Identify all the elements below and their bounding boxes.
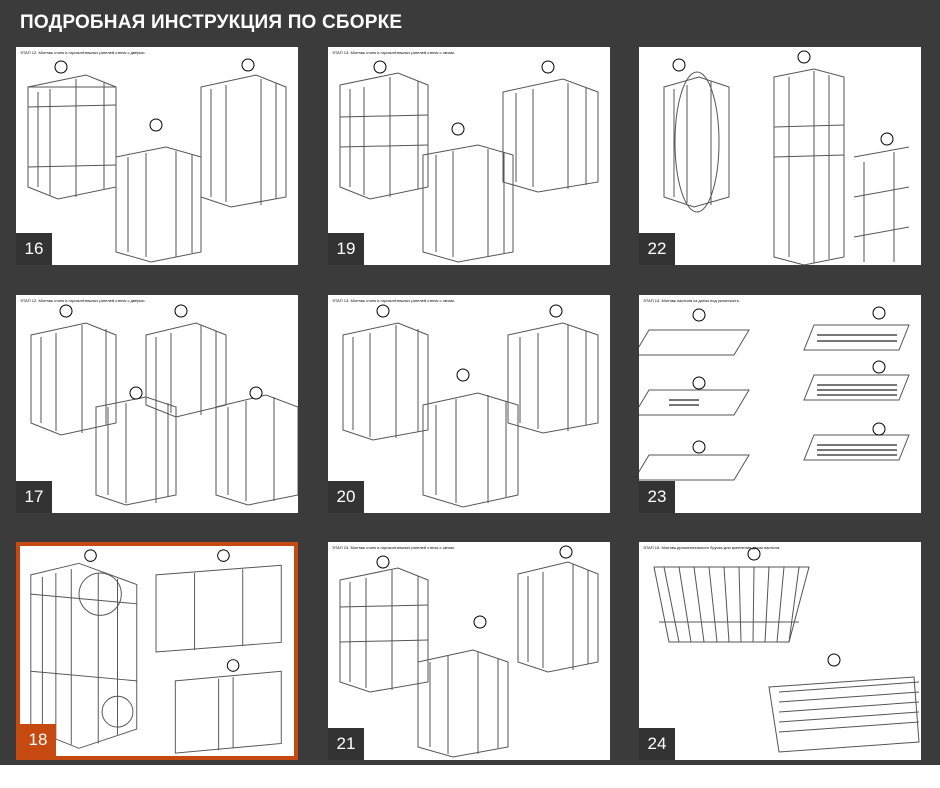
assembly-drawing	[663, 50, 910, 265]
assembly-drawing	[639, 306, 910, 481]
step-number-badge: 24	[639, 728, 675, 760]
assembly-drawing	[27, 58, 287, 263]
thumbnail-step-22[interactable]: 22	[639, 47, 921, 265]
thumbnail-caption: ЭТАП 15. Монтаж дополнительного бруска д…	[643, 545, 781, 550]
assembly-drawing	[339, 60, 599, 263]
thumbnail-caption: ЭТАП 13. Монтаж стоек и горизонтальных р…	[332, 545, 455, 550]
step-number-badge: 21	[328, 728, 364, 760]
step-number-badge: 20	[328, 481, 364, 513]
step-number-badge: 22	[639, 233, 675, 265]
assembly-drawing	[339, 545, 599, 758]
step-number-badge: 17	[16, 481, 52, 513]
thumbnail-caption: ЭТАП 14. Монтаж настила из досок под укл…	[643, 298, 740, 303]
thumbnail-step-16[interactable]: ЭТАП 12. Монтаж стоек и горизонтальных р…	[16, 47, 298, 265]
instructions-panel: ПОДРОБНАЯ ИНСТРУКЦИЯ ПО СБОРКЕ ЭТАП 12. …	[0, 0, 940, 765]
thumbnail-step-21[interactable]: ЭТАП 13. Монтаж стоек и горизонтальных р…	[328, 542, 610, 760]
assembly-drawing	[342, 304, 599, 508]
assembly-drawing	[30, 549, 282, 754]
step-number-badge: 16	[16, 233, 52, 265]
thumbnail-step-24[interactable]: ЭТАП 15. Монтаж дополнительного бруска д…	[639, 542, 921, 760]
thumbnail-caption: ЭТАП 12. Монтаж стоек и горизонтальных р…	[20, 298, 146, 303]
thumbnail-caption: ЭТАП 13. Монтаж стоек и горизонтальных р…	[332, 298, 455, 303]
thumbnail-step-20[interactable]: ЭТАП 13. Монтаж стоек и горизонтальных р…	[328, 295, 610, 513]
thumbnail-step-18[interactable]: 18	[16, 542, 298, 760]
page-title: ПОДРОБНАЯ ИНСТРУКЦИЯ ПО СБОРКЕ	[20, 12, 403, 33]
assembly-drawing	[30, 304, 298, 506]
thumbnail-caption: ЭТАП 12. Монтаж стоек и горизонтальных р…	[20, 50, 146, 55]
thumbnail-step-17[interactable]: ЭТАП 12. Монтаж стоек и горизонтальных р…	[16, 295, 298, 513]
step-number-badge: 19	[328, 233, 364, 265]
thumbnail-step-19[interactable]: ЭТАП 13. Монтаж стоек и горизонтальных р…	[328, 47, 610, 265]
assembly-drawing	[653, 547, 920, 753]
thumbnail-step-23[interactable]: ЭТАП 14. Монтаж настила из досок под укл…	[639, 295, 921, 513]
step-number-badge: 23	[639, 481, 675, 513]
step-number-badge: 18	[20, 724, 56, 756]
thumbnail-caption: ЭТАП 13. Монтаж стоек и горизонтальных р…	[332, 50, 455, 55]
page-footer	[0, 765, 940, 788]
